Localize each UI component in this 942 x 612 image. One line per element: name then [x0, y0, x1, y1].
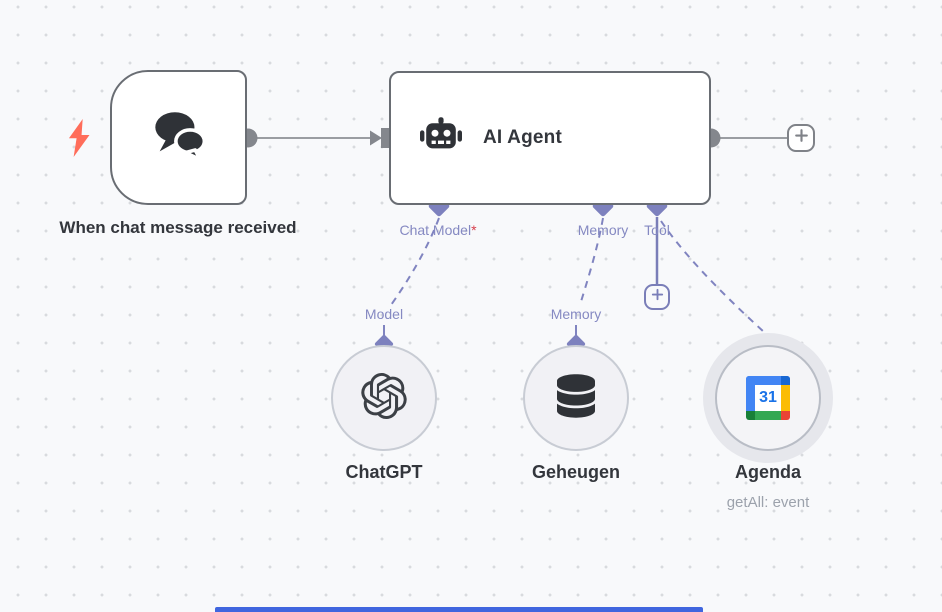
- agenda-node[interactable]: 31: [715, 345, 821, 451]
- chatgpt-node[interactable]: [331, 345, 437, 451]
- ai-agent-node[interactable]: AI Agent: [389, 71, 711, 205]
- add-tool-plus-button[interactable]: [644, 284, 670, 310]
- trigger-node-label: When chat message received: [59, 218, 297, 237]
- ai-agent-title: AI Agent: [483, 127, 563, 148]
- connection-chatmodel-dashed[interactable]: [390, 217, 440, 306]
- plus-icon: [793, 127, 810, 149]
- agent-tool-port-label: Tool: [644, 222, 670, 238]
- trigger-node-when-chat-message-received[interactable]: [110, 70, 247, 205]
- memory-port-label: Memory: [550, 306, 602, 322]
- model-port-label: Model: [364, 306, 404, 322]
- trigger-bolt-icon: [62, 116, 96, 160]
- robot-icon: [417, 112, 465, 165]
- geheugen-node-label: Geheugen: [531, 462, 620, 482]
- connection-memory-dashed[interactable]: [579, 217, 604, 306]
- agent-chatmodel-port-label: Chat Model*: [399, 222, 477, 238]
- plus-icon: [650, 287, 665, 307]
- connection-tool-dashed[interactable]: [660, 220, 765, 333]
- calendar-day-number: 31: [755, 385, 781, 411]
- agenda-node-label: Agenda: [734, 462, 801, 482]
- chat-bubbles-icon: [150, 106, 208, 169]
- chatgpt-node-label: ChatGPT: [345, 462, 423, 482]
- database-icon: [557, 373, 595, 423]
- connection-arrowhead-icon: [370, 130, 382, 146]
- openai-icon: [361, 372, 407, 424]
- add-node-plus-button[interactable]: [787, 124, 815, 152]
- agent-memory-port-label: Memory: [577, 222, 629, 238]
- google-calendar-icon: 31: [746, 376, 790, 420]
- agent-input-connector[interactable]: [381, 128, 391, 148]
- geheugen-node[interactable]: [523, 345, 629, 451]
- bottom-blue-bar: [215, 607, 703, 612]
- agenda-node-subtitle: getAll: event: [726, 494, 810, 511]
- required-asterisk: *: [471, 222, 477, 238]
